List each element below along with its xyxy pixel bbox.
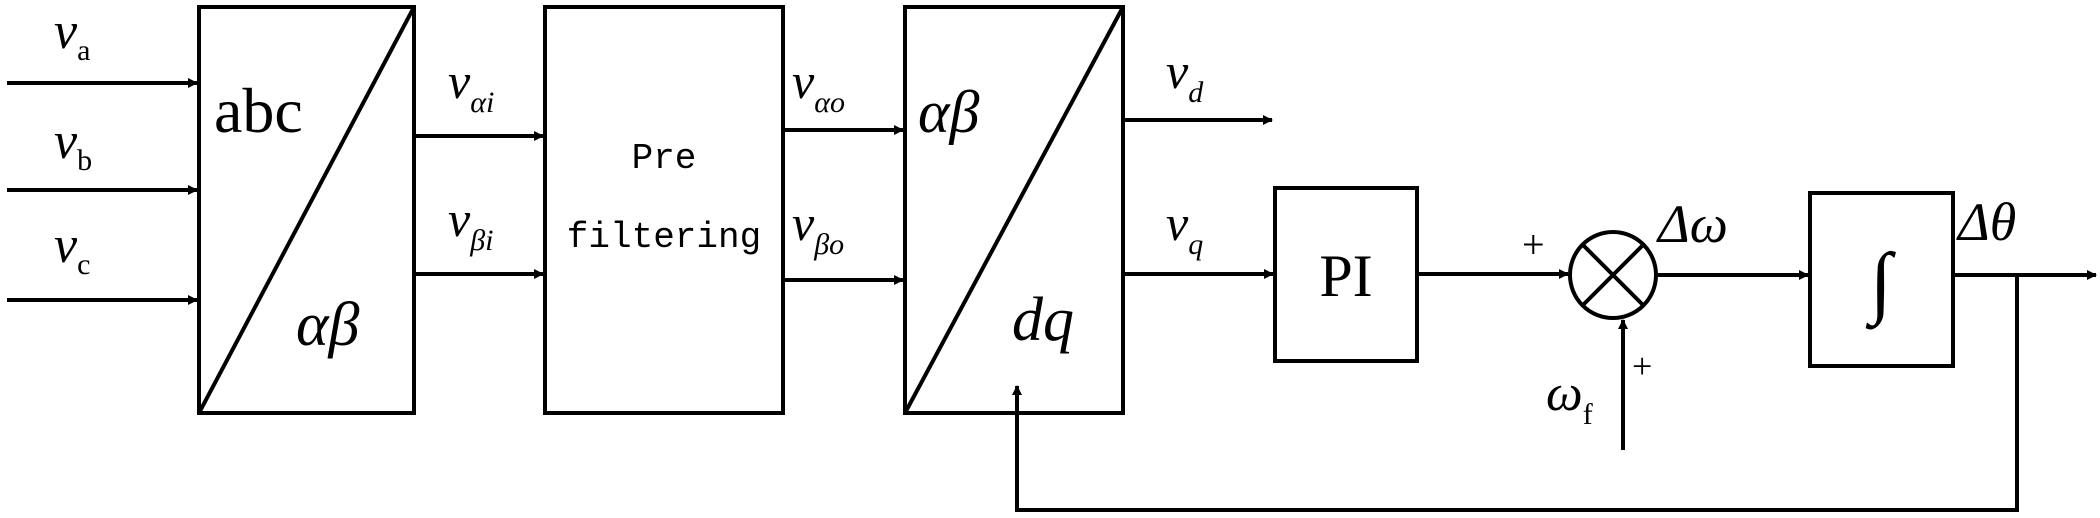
dq-block-bottom-label: dq bbox=[1012, 286, 1074, 354]
abc-block-top-label: abc bbox=[214, 75, 303, 146]
label-v-beta-i: vβi bbox=[448, 191, 493, 257]
integrator-label: ∫ bbox=[1865, 238, 1897, 330]
label-v-beta-o: vβo bbox=[792, 195, 844, 261]
label-v-alpha-o: vαo bbox=[792, 53, 845, 119]
feedback-path bbox=[1015, 275, 2019, 512]
label-vc: vc bbox=[54, 217, 90, 281]
label-v-alpha-i: vαi bbox=[448, 53, 494, 119]
label-vd: vd bbox=[1166, 43, 1204, 109]
label-vb: vb bbox=[54, 113, 92, 177]
summer-plus-bottom: + bbox=[1632, 346, 1652, 386]
prefilter-block bbox=[543, 5, 785, 415]
alphabeta-to-dq-block bbox=[903, 5, 1125, 415]
label-va: va bbox=[54, 3, 90, 67]
pi-label: PI bbox=[1319, 243, 1372, 309]
label-omega-f: ωf bbox=[1546, 365, 1593, 431]
label-delta-theta: Δθ bbox=[1956, 192, 2016, 252]
prefilter-label-line2: filtering bbox=[567, 217, 761, 258]
dq-block-top-label: αβ bbox=[918, 79, 979, 145]
summer-plus-left: + bbox=[1522, 222, 1545, 267]
abc-block-diagonal bbox=[197, 6, 416, 414]
summing-junction-cross-b bbox=[1581, 243, 1645, 307]
label-vq: vq bbox=[1166, 195, 1203, 261]
label-delta-omega: Δω bbox=[1656, 194, 1728, 254]
integrator-block bbox=[1808, 191, 1955, 368]
abc-to-alphabeta-block bbox=[197, 5, 416, 415]
dq-block-diagonal bbox=[903, 6, 1125, 414]
abc-block-bottom-label: αβ bbox=[296, 291, 360, 359]
prefilter-label-line1: Pre bbox=[632, 138, 697, 179]
